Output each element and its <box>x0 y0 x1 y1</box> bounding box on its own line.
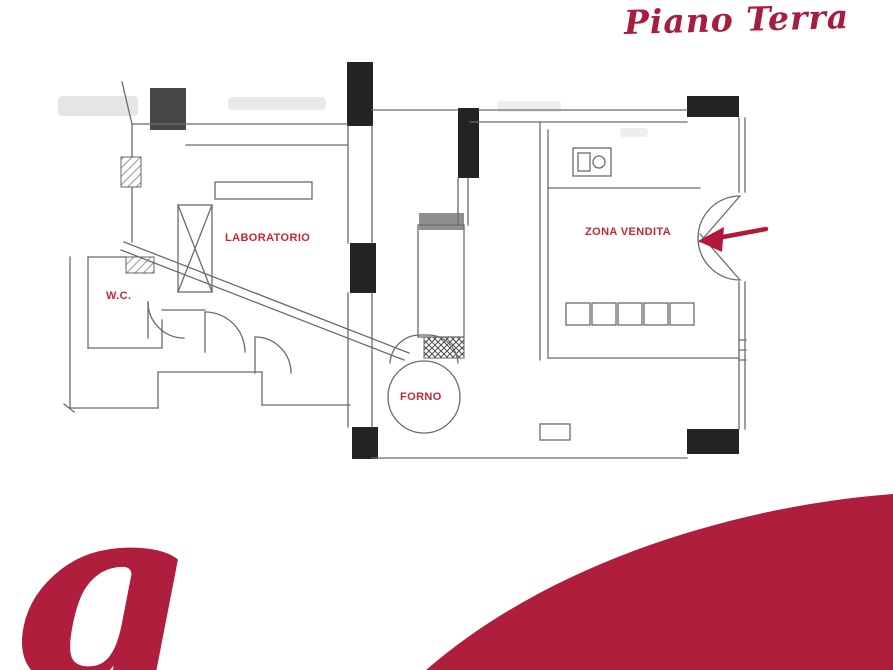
room-label-zona-vendita: ZONA VENDITA <box>585 226 672 238</box>
wall-pillars <box>120 62 739 459</box>
room-label-forno: FORNO <box>400 391 442 403</box>
scan-artifacts <box>58 96 648 137</box>
brand-logo: g <box>10 446 187 670</box>
plan-walls <box>63 81 747 459</box>
room-label-laboratorio: LABORATORIO <box>225 232 311 244</box>
room-label-wc: W.C. <box>106 290 132 302</box>
left-arrow-icon <box>698 226 769 252</box>
